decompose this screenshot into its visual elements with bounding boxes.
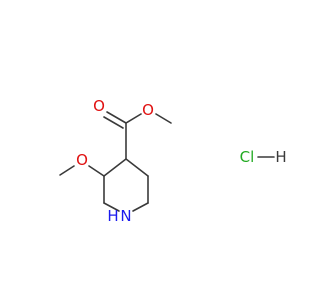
bond-c3-methoxy-o	[88, 165, 105, 177]
atom-ester-oxygen: O	[142, 101, 154, 119]
atom-methoxy-oxygen: O	[76, 151, 88, 169]
bond-c5-c4	[125, 158, 149, 177]
bond-c4-c3	[103, 158, 127, 177]
atom-ring-nh-hydrogen: H	[107, 207, 118, 225]
bond-carbonyl-o-a	[106, 111, 127, 124]
bond-n-c6	[132, 202, 149, 212]
atom-carbonyl-oxygen: O	[93, 97, 105, 115]
bond-c2-n	[103, 202, 120, 212]
molecule-diagram: O O O N H Cl H	[59, 97, 287, 225]
structure-canvas: O O O N H Cl H	[59, 97, 287, 225]
bond-carbonyl-ester-o	[125, 113, 142, 124]
atom-ring-nitrogen: N	[120, 207, 131, 225]
atom-chlorine: Cl	[240, 148, 255, 166]
atom-hydrogen-chloride-h: H	[275, 148, 286, 166]
bond-methoxy-o-methyl	[59, 165, 75, 176]
bond-carbonyl-o-b	[103, 116, 124, 129]
bond-ester-o-methyl	[155, 113, 172, 124]
